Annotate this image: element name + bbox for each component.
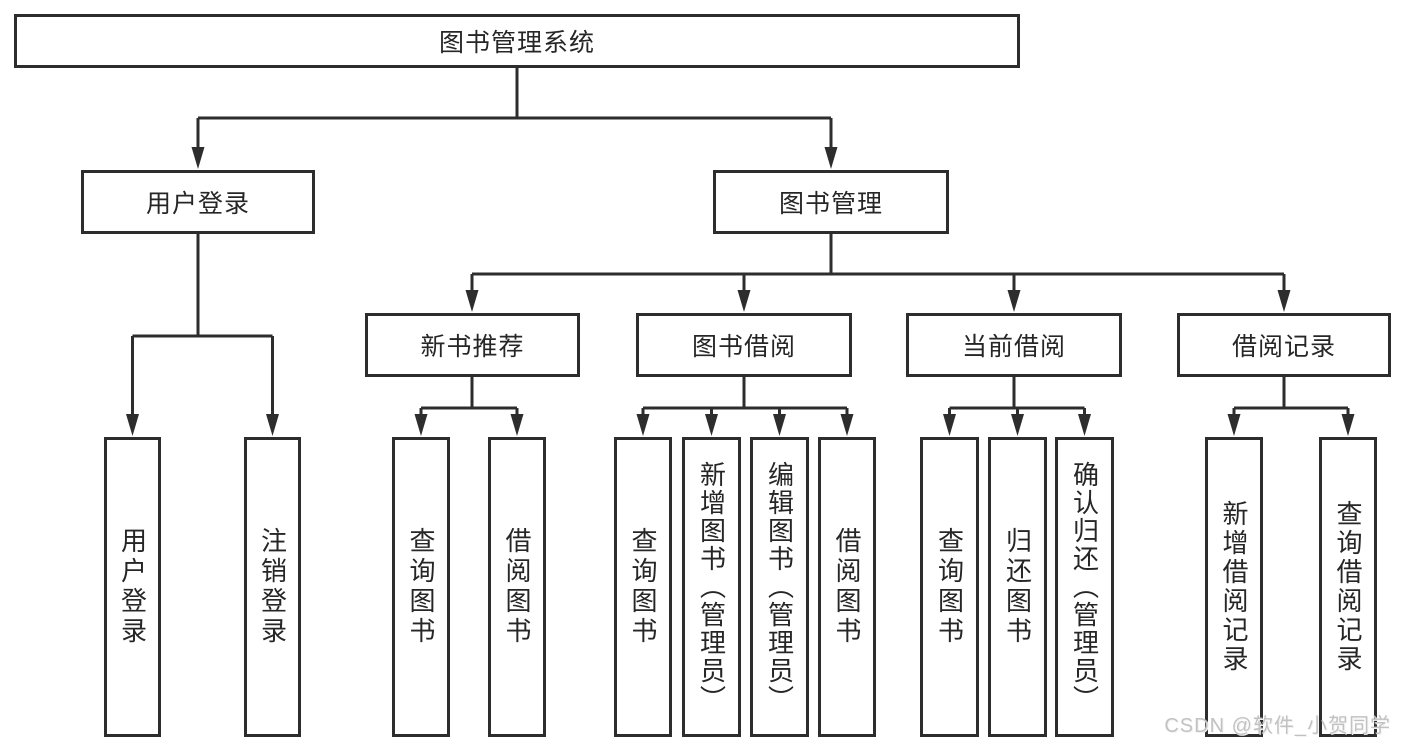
node-book-management: 图书管理 [713, 170, 949, 234]
connector-lines [196, 68, 833, 149]
arrow-down [191, 147, 205, 169]
arrow-down [943, 414, 956, 436]
connector-lines [1232, 377, 1350, 416]
arrow-down [510, 414, 524, 436]
node-leaf-query-book-recommend: 查询图书 [392, 437, 450, 737]
node-leaf-borrow-book-recommend: 借阅图书 [488, 437, 546, 737]
arrow-down [126, 414, 139, 436]
node-leaf-add-book-admin: 新增图书（管理员） [682, 437, 741, 737]
arrow-down [266, 414, 279, 436]
arrow-down [1078, 414, 1091, 436]
connector-lines [948, 377, 1086, 416]
node-leaf-confirm-return-admin: 确认归还（管理员） [1055, 437, 1114, 737]
node-leaf-logout-login: 注销登录 [244, 437, 301, 737]
arrow-down [1227, 414, 1241, 436]
arrow-down [824, 147, 838, 169]
node-leaf-query-book-borrow: 查询图书 [614, 437, 672, 737]
node-user-login: 用户登录 [81, 170, 315, 234]
connector-lines [641, 377, 849, 416]
connector-borrow-record-to-leaves [1227, 377, 1355, 436]
node-leaf-return-book: 归还图书 [988, 437, 1047, 737]
arrow-down [1341, 414, 1355, 436]
csdn-watermark: CSDN @软件_小贺同学 [1164, 715, 1391, 737]
node-leaf-user-login: 用户登录 [104, 437, 161, 737]
connector-lines [131, 234, 274, 416]
connector-lines [419, 377, 519, 416]
node-new-book-recommend: 新书推荐 [365, 313, 580, 377]
node-current-borrow: 当前借阅 [906, 313, 1122, 377]
arrow-down [705, 414, 718, 436]
arrow-down [1011, 414, 1024, 436]
arrow-down [636, 414, 650, 436]
node-leaf-edit-book-admin: 编辑图书（管理员） [750, 437, 809, 737]
connector-lines [470, 234, 1286, 292]
connector-new-book-recommend-to-leaves [414, 377, 524, 436]
node-borrow-record: 借阅记录 [1177, 313, 1391, 377]
arrow-down [840, 414, 854, 436]
arrow-down [1007, 290, 1021, 312]
arrow-down [1277, 290, 1291, 312]
connector-book-borrow-to-leaves [636, 377, 854, 436]
connector-root-to-level2 [191, 68, 838, 169]
node-leaf-query-book-current: 查询图书 [920, 437, 979, 737]
node-book-borrow: 图书借阅 [636, 313, 852, 377]
arrow-down [414, 414, 428, 436]
arrow-down [773, 414, 786, 436]
arrow-down [737, 290, 751, 312]
connector-user-login-to-leaves [126, 234, 279, 436]
node-leaf-borrow-book: 借阅图书 [818, 437, 876, 737]
connector-book-management-to-level3 [465, 234, 1291, 312]
node-leaf-add-borrow-record: 新增借阅记录 [1205, 437, 1263, 737]
arrow-down [465, 290, 479, 312]
node-library-management-system: 图书管理系统 [14, 14, 1020, 68]
connector-current-borrow-to-leaves [943, 377, 1091, 436]
node-leaf-query-borrow-record: 查询借阅记录 [1319, 437, 1377, 737]
